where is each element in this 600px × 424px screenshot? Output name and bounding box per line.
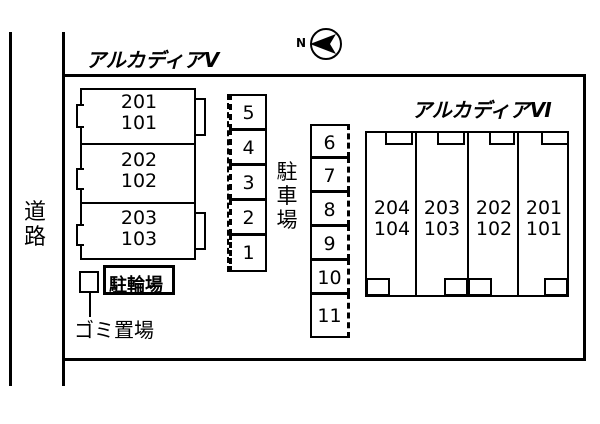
parking-spot-10: 10 [310,259,350,294]
parking-spot-9: 9 [310,225,350,260]
building-v-unit-1-label: 201 101 [120,91,158,134]
building-vi-entry-3 [468,278,492,296]
parking-label: 駐 車 場 [276,160,298,233]
compass-icon [310,28,342,60]
building-v-notch-3 [76,224,84,246]
parking-spot-3: 3 [229,164,267,200]
road-left-line [9,32,12,386]
parking-spot-7: 7 [310,157,350,192]
building-v: 201 101 202 102 203 103 [76,88,210,260]
building-vi: 204 104 203 103 202 102 201 101 [364,130,570,300]
road-label: 道 路 [23,200,46,251]
building-vi-entry-2 [444,278,468,296]
site-top-line [62,74,586,77]
site-right-line [583,74,586,361]
building-vi-outline [365,131,569,297]
building-vi-entry-1 [366,278,390,296]
building-v-unit-3-label: 203 103 [120,207,158,250]
building-vi-unit-4-label: 201 101 [525,197,563,240]
parking-spot-2: 2 [229,199,267,235]
building-v-title: アルカディアⅤ [86,48,220,72]
building-vi-unit-2-label: 203 103 [423,197,461,240]
building-v-balcony-3 [194,212,206,250]
building-v-notch-2 [76,168,84,190]
site-bottom-line [62,358,586,361]
building-vi-entry-4 [544,278,568,296]
north-arrow: N [296,26,346,62]
parking-spot-8: 8 [310,191,350,226]
garbage-area-label: ゴミ置場 [74,318,154,342]
garbage-box [79,271,99,293]
building-v-notch-1 [76,104,84,128]
bicycle-parking: 駐輪場 [103,265,175,296]
building-v-balcony-1 [194,98,206,136]
building-vi-unit-1-label: 204 104 [373,197,411,240]
parking-spot-6: 6 [310,124,350,158]
garbage-leader-line [89,293,91,317]
parking-spot-1: 1 [229,234,267,272]
parking-spot-11: 11 [310,293,350,338]
building-vi-title: アルカディアⅥ [412,98,552,122]
parking-spot-5: 5 [229,94,267,130]
parking-spot-4: 4 [229,129,267,165]
site-left-line [62,32,65,386]
building-v-unit-2-label: 202 102 [120,149,158,192]
north-letter: N [296,36,307,50]
bicycle-parking-label: 駐輪場 [109,275,163,296]
building-vi-unit-3-label: 202 102 [475,197,513,240]
